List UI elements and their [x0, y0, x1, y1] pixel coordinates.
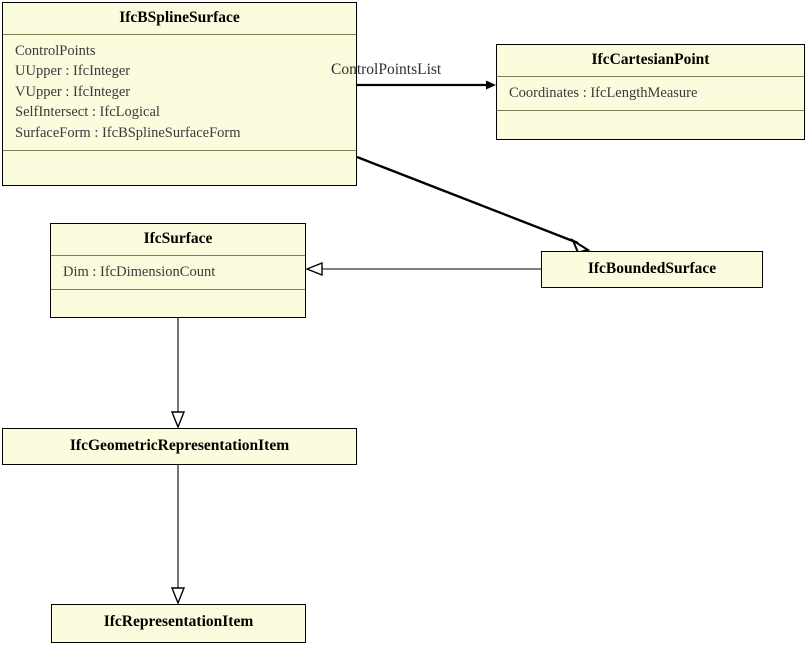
edge-controlpointslist-arrowhead	[486, 80, 496, 90]
class-attributes-ifccartesianpoint: Coordinates : IfcLengthMeasure	[497, 77, 804, 111]
edge-boundedsurface-to-surface-hollow-triangle-icon	[305, 261, 323, 277]
class-operations-ifcbsplinesurface	[3, 151, 356, 172]
class-box-ifcboundedsurface[interactable]: IfcBoundedSurface	[541, 251, 763, 288]
class-name-ifcboundedsurface: IfcBoundedSurface	[587, 260, 717, 277]
attribute-row: UUpper : IfcInteger	[15, 63, 131, 80]
class-name-ifcsurface: IfcSurface	[143, 230, 213, 247]
edge-bspline-to-boundedsurface-line	[356, 155, 579, 245]
class-operations-ifccartesianpoint	[497, 111, 804, 132]
compartment-divider	[51, 289, 305, 291]
attribute-row: VUpper : IfcInteger	[15, 83, 131, 100]
compartment-divider	[3, 150, 356, 152]
class-box-ifccartesianpoint[interactable]: IfcCartesianPoint Coordinates : IfcLengt…	[496, 44, 805, 140]
edge-label-controlpointslist: ControlPointsList	[331, 61, 442, 78]
compartment-divider	[497, 75, 804, 77]
edge-bspline-to-boundedsurface	[356, 155, 591, 254]
edge-surface-to-geometricrepresentationitem	[170, 318, 186, 429]
class-name-ifcrepresentationitem: IfcRepresentationItem	[103, 613, 254, 630]
class-box-ifcrepresentationitem[interactable]: IfcRepresentationItem	[51, 604, 306, 643]
attribute-row: SurfaceForm : IfcBSplineSurfaceForm	[15, 124, 241, 141]
attribute-row: ControlPoints	[15, 42, 96, 59]
class-box-ifcbsplinesurface[interactable]: IfcBSplineSurface ControlPoints UUpper :…	[2, 2, 357, 186]
attribute-row: Coordinates : IfcLengthMeasure	[509, 84, 698, 101]
edge-boundedsurface-to-surface	[305, 261, 541, 277]
compartment-divider	[3, 33, 356, 35]
edge-geometricrepresentationitem-to-representationitem-hollow-triangle-icon	[170, 587, 186, 605]
attribute-row: SelfIntersect : IfcLogical	[15, 104, 160, 121]
edge-surface-to-geometricrepresentationitem-hollow-triangle-icon	[170, 411, 186, 429]
compartment-divider	[497, 110, 804, 112]
class-operations-ifcsurface	[51, 290, 305, 311]
class-name-ifcbsplinesurface: IfcBSplineSurface	[119, 9, 240, 26]
class-name-ifccartesianpoint: IfcCartesianPoint	[591, 51, 710, 68]
class-box-ifcgeometricrepresentationitem[interactable]: IfcGeometricRepresentationItem	[2, 428, 357, 465]
attribute-row: Dim : IfcDimensionCount	[63, 263, 216, 280]
class-attributes-ifcsurface: Dim : IfcDimensionCount	[51, 256, 305, 290]
class-box-ifcsurface[interactable]: IfcSurface Dim : IfcDimensionCount	[50, 223, 306, 318]
class-attributes-ifcbsplinesurface: ControlPoints UUpper : IfcInteger VUpper…	[3, 35, 356, 151]
edge-geometricrepresentationitem-to-representationitem	[170, 465, 186, 605]
compartment-divider	[51, 254, 305, 256]
edge-controlpointslist	[357, 80, 496, 90]
class-name-ifcgeometricrepresentationitem: IfcGeometricRepresentationItem	[69, 437, 290, 454]
